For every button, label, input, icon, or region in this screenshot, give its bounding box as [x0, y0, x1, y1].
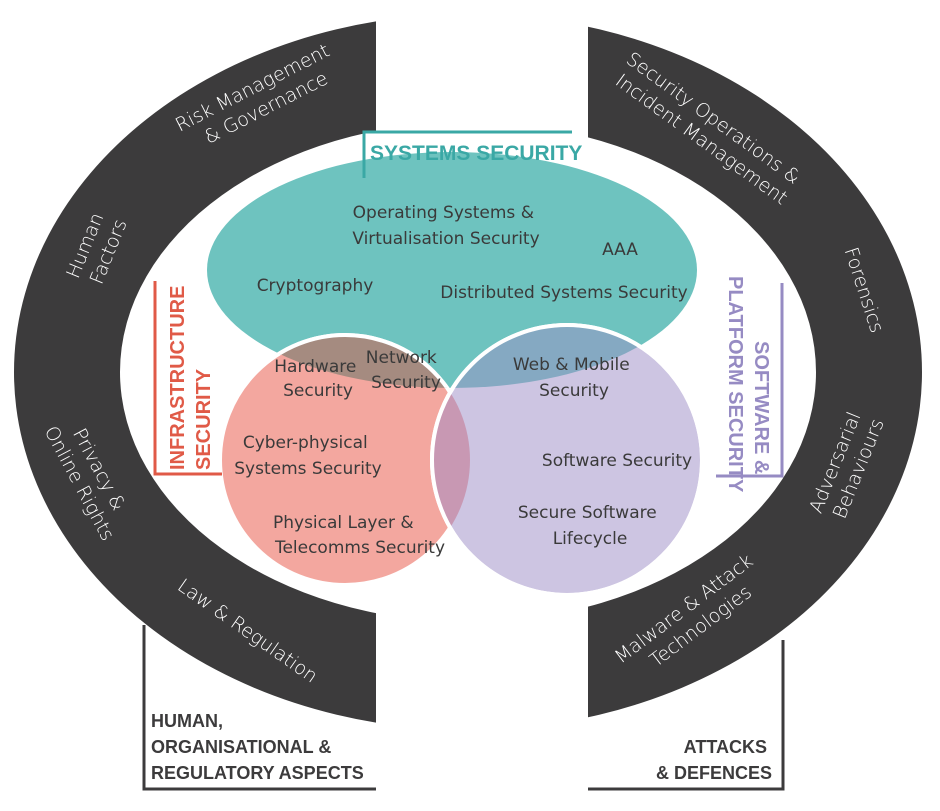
topic-secure-software-lifecycle: Secure Software Lifecycle [518, 503, 662, 549]
infrastructure-security-bracket [153, 281, 222, 476]
topic-cyber-physical: Cyber-physical Systems Security [234, 433, 381, 479]
systems-security-label: SYSTEMS SECURITY [370, 142, 582, 165]
software-platform-label: SOFTWARE & PLATFORM SECURITY [724, 276, 772, 493]
ring-right-segment [588, 26, 922, 718]
topic-operating-systems: Operating Systems & Virtualisation Secur… [352, 203, 539, 249]
infrastructure-outline [218, 333, 472, 388]
software-outline [430, 323, 704, 597]
venn-diagram [207, 152, 704, 597]
ring-left-segment [14, 21, 376, 723]
outer-ring [14, 21, 922, 723]
topic-distributed-systems: Distributed Systems Security [440, 283, 687, 303]
category-attacks-defences: ATTACKS & DEFENCES [656, 737, 772, 783]
systems-security-bracket [362, 130, 572, 178]
human-aspects-bracket [142, 625, 376, 791]
category-human-organisational-regulatory: HUMAN, ORGANISATIONAL & REGULATORY ASPEC… [151, 711, 364, 783]
software-platform-bracket [716, 283, 784, 478]
topic-cryptography: Cryptography [257, 276, 374, 296]
attacks-defences-bracket [588, 640, 785, 791]
infrastructure-security-label: INFRASTRUCTURE SECURITY [167, 280, 215, 470]
topic-physical-layer: Physical Layer & Telecomms Security [273, 513, 445, 558]
topic-web-mobile: Web & Mobile Security [513, 355, 635, 401]
topic-software-security: Software Security [542, 451, 692, 471]
topic-network-security: Network Security [366, 348, 442, 393]
topic-aaa: AAA [602, 240, 638, 260]
topic-hardware-security: Hardware Security [274, 357, 361, 401]
